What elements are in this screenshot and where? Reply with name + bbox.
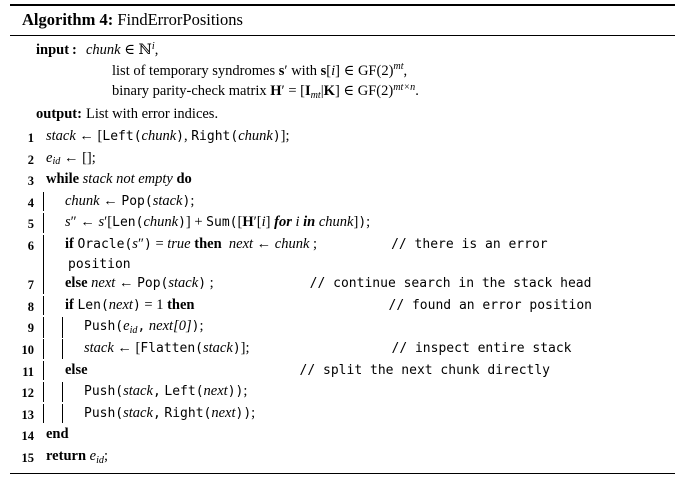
line-number: 1 (27, 131, 34, 145)
indent-guide (40, 274, 59, 294)
input-line-1: chunk ∈ ℕi, (86, 40, 159, 58)
indent-guide (40, 295, 59, 316)
indent-guide (40, 317, 59, 338)
line-code: while stack not empty do (46, 171, 192, 188)
line-code: Push(eid, next[0]); (84, 318, 204, 337)
io-block: input : chunk ∈ ℕi, list of temporary sy… (10, 36, 675, 127)
code-line: 14 end (10, 425, 675, 447)
indent-guide (40, 191, 59, 212)
output-line: List with error indices. (86, 105, 219, 122)
line-content: Push(stack, Left(next)); (40, 382, 675, 402)
line-code: end (46, 426, 69, 443)
input-colon: : (72, 42, 77, 58)
line-number: 2 (27, 152, 34, 167)
line-comment: // there is an error (391, 236, 548, 252)
line-number: 9 (27, 321, 34, 336)
line-code: s″ ← s′[Len(chunk)] + Sum([H′[i] for i i… (65, 214, 371, 231)
algorithm-title-keyword: Algorithm 4: (22, 10, 114, 29)
line-code: stack ← [Flatten(stack)];// inspect enti… (84, 339, 572, 356)
line-number: 11 (22, 364, 34, 379)
line-content: eid ← []; (40, 149, 675, 170)
output-row: output: List with error indices. (10, 105, 675, 124)
indent-guide (40, 360, 59, 381)
code-line: 13 Push(stack, Right(next)); (10, 403, 675, 426)
line-number: 10 (21, 342, 35, 357)
rule-under-title (10, 35, 675, 36)
line-content: if Oracle(s″) = true then next ← chunk ;… (40, 234, 675, 275)
code-line: 4 chunk ← Pop(stack); (10, 191, 675, 214)
input-line-3: binary parity-check matrix H′ = [Imt|K] … (112, 81, 419, 101)
code-line: 11 else// split the next chunk directly (10, 360, 675, 383)
code-line: 1 stack ← [Left(chunk), Right(chunk)]; (10, 127, 675, 149)
line-content: chunk ← Pop(stack); (40, 191, 675, 212)
line-content: else// split the next chunk directly (40, 360, 675, 381)
line-content: stack ← [Left(chunk), Right(chunk)]; (40, 127, 675, 147)
code-line: 8 if Len(next) = 1 then// found an error… (10, 295, 675, 318)
line-comment-continuation: position (68, 256, 131, 272)
line-content: Push(eid, next[0]); (40, 317, 675, 338)
code-line: 5 s″ ← s′[Len(chunk)] + Sum([H′[i] for i… (10, 213, 675, 235)
line-content: return eid; (40, 447, 675, 468)
code-line: 7 else next ← Pop(stack) ;// continue se… (10, 274, 675, 296)
code-line: 2 eid ← []; (10, 149, 675, 171)
code-block: 1 stack ← [Left(chunk), Right(chunk)]; 2… (10, 127, 675, 469)
output-label: output: (36, 105, 82, 122)
line-number: 3 (27, 174, 34, 189)
algorithm-title: Algorithm 4: FindErrorPositions (10, 6, 675, 34)
line-code: else// split the next chunk directly (65, 361, 550, 378)
line-code: chunk ← Pop(stack); (65, 192, 195, 209)
line-content: if Len(next) = 1 then// found an error p… (40, 295, 675, 316)
indent-guide (40, 338, 59, 359)
indent-guide (40, 234, 59, 275)
line-number: 13 (21, 407, 35, 422)
line-number: 4 (27, 195, 34, 210)
line-comment: // found an error position (388, 297, 593, 313)
input-label: input (36, 42, 70, 58)
indent-guide (59, 382, 78, 402)
code-line: 15 return eid; (10, 447, 675, 469)
algorithm-block: Algorithm 4: FindErrorPositions input : … (0, 4, 685, 488)
line-code: return eid; (46, 447, 108, 466)
code-line: 10 stack ← [Flatten(stack)];// inspect e… (10, 338, 675, 361)
line-content: else next ← Pop(stack) ;// continue sear… (40, 274, 675, 294)
line-content: end (40, 425, 675, 445)
line-code: Push(stack, Right(next)); (84, 404, 256, 421)
line-comment: // split the next chunk directly (299, 362, 550, 378)
indent-guide (40, 213, 59, 233)
line-code: eid ← []; (46, 149, 96, 168)
line-code: stack ← [Left(chunk), Right(chunk)]; (46, 128, 290, 144)
code-line: 12 Push(stack, Left(next)); (10, 382, 675, 404)
line-code: else next ← Pop(stack) ;// continue sear… (65, 275, 592, 292)
line-number: 12 (21, 386, 35, 401)
line-code: if Len(next) = 1 then// found an error p… (65, 296, 593, 313)
line-comment: // inspect entire stack (391, 340, 572, 356)
rule-top (10, 4, 675, 6)
rule-bottom (10, 472, 675, 474)
line-number: 15 (21, 450, 35, 465)
code-line: 9 Push(eid, next[0]); (10, 317, 675, 339)
line-code: Push(stack, Left(next)); (84, 383, 248, 400)
input-row: input : chunk ∈ ℕi, (10, 41, 675, 62)
line-content: while stack not empty do (40, 170, 675, 190)
code-line: 6 if Oracle(s″) = true then next ← chunk… (10, 234, 675, 275)
indent-guide (40, 403, 59, 424)
line-code: if Oracle(s″) = true then next ← chunk ;… (65, 235, 548, 272)
line-number: 5 (27, 217, 34, 232)
line-content: s″ ← s′[Len(chunk)] + Sum([H′[i] for i i… (40, 213, 675, 233)
code-line: 3 while stack not empty do (10, 170, 675, 192)
line-number: 14 (21, 429, 35, 444)
indent-guide (59, 317, 78, 338)
line-comment: // continue search in the stack head (309, 276, 592, 292)
indent-guide (59, 338, 78, 359)
algorithm-title-name: FindErrorPositions (117, 10, 243, 29)
line-content: Push(stack, Right(next)); (40, 403, 675, 424)
line-number: 7 (27, 278, 34, 293)
line-content: stack ← [Flatten(stack)];// inspect enti… (40, 338, 675, 359)
line-number: 8 (27, 299, 34, 314)
input-line-2: list of temporary syndromes s′ with s[i]… (112, 61, 408, 79)
line-number: 6 (27, 238, 34, 253)
indent-guide (59, 403, 78, 424)
indent-guide (40, 382, 59, 402)
